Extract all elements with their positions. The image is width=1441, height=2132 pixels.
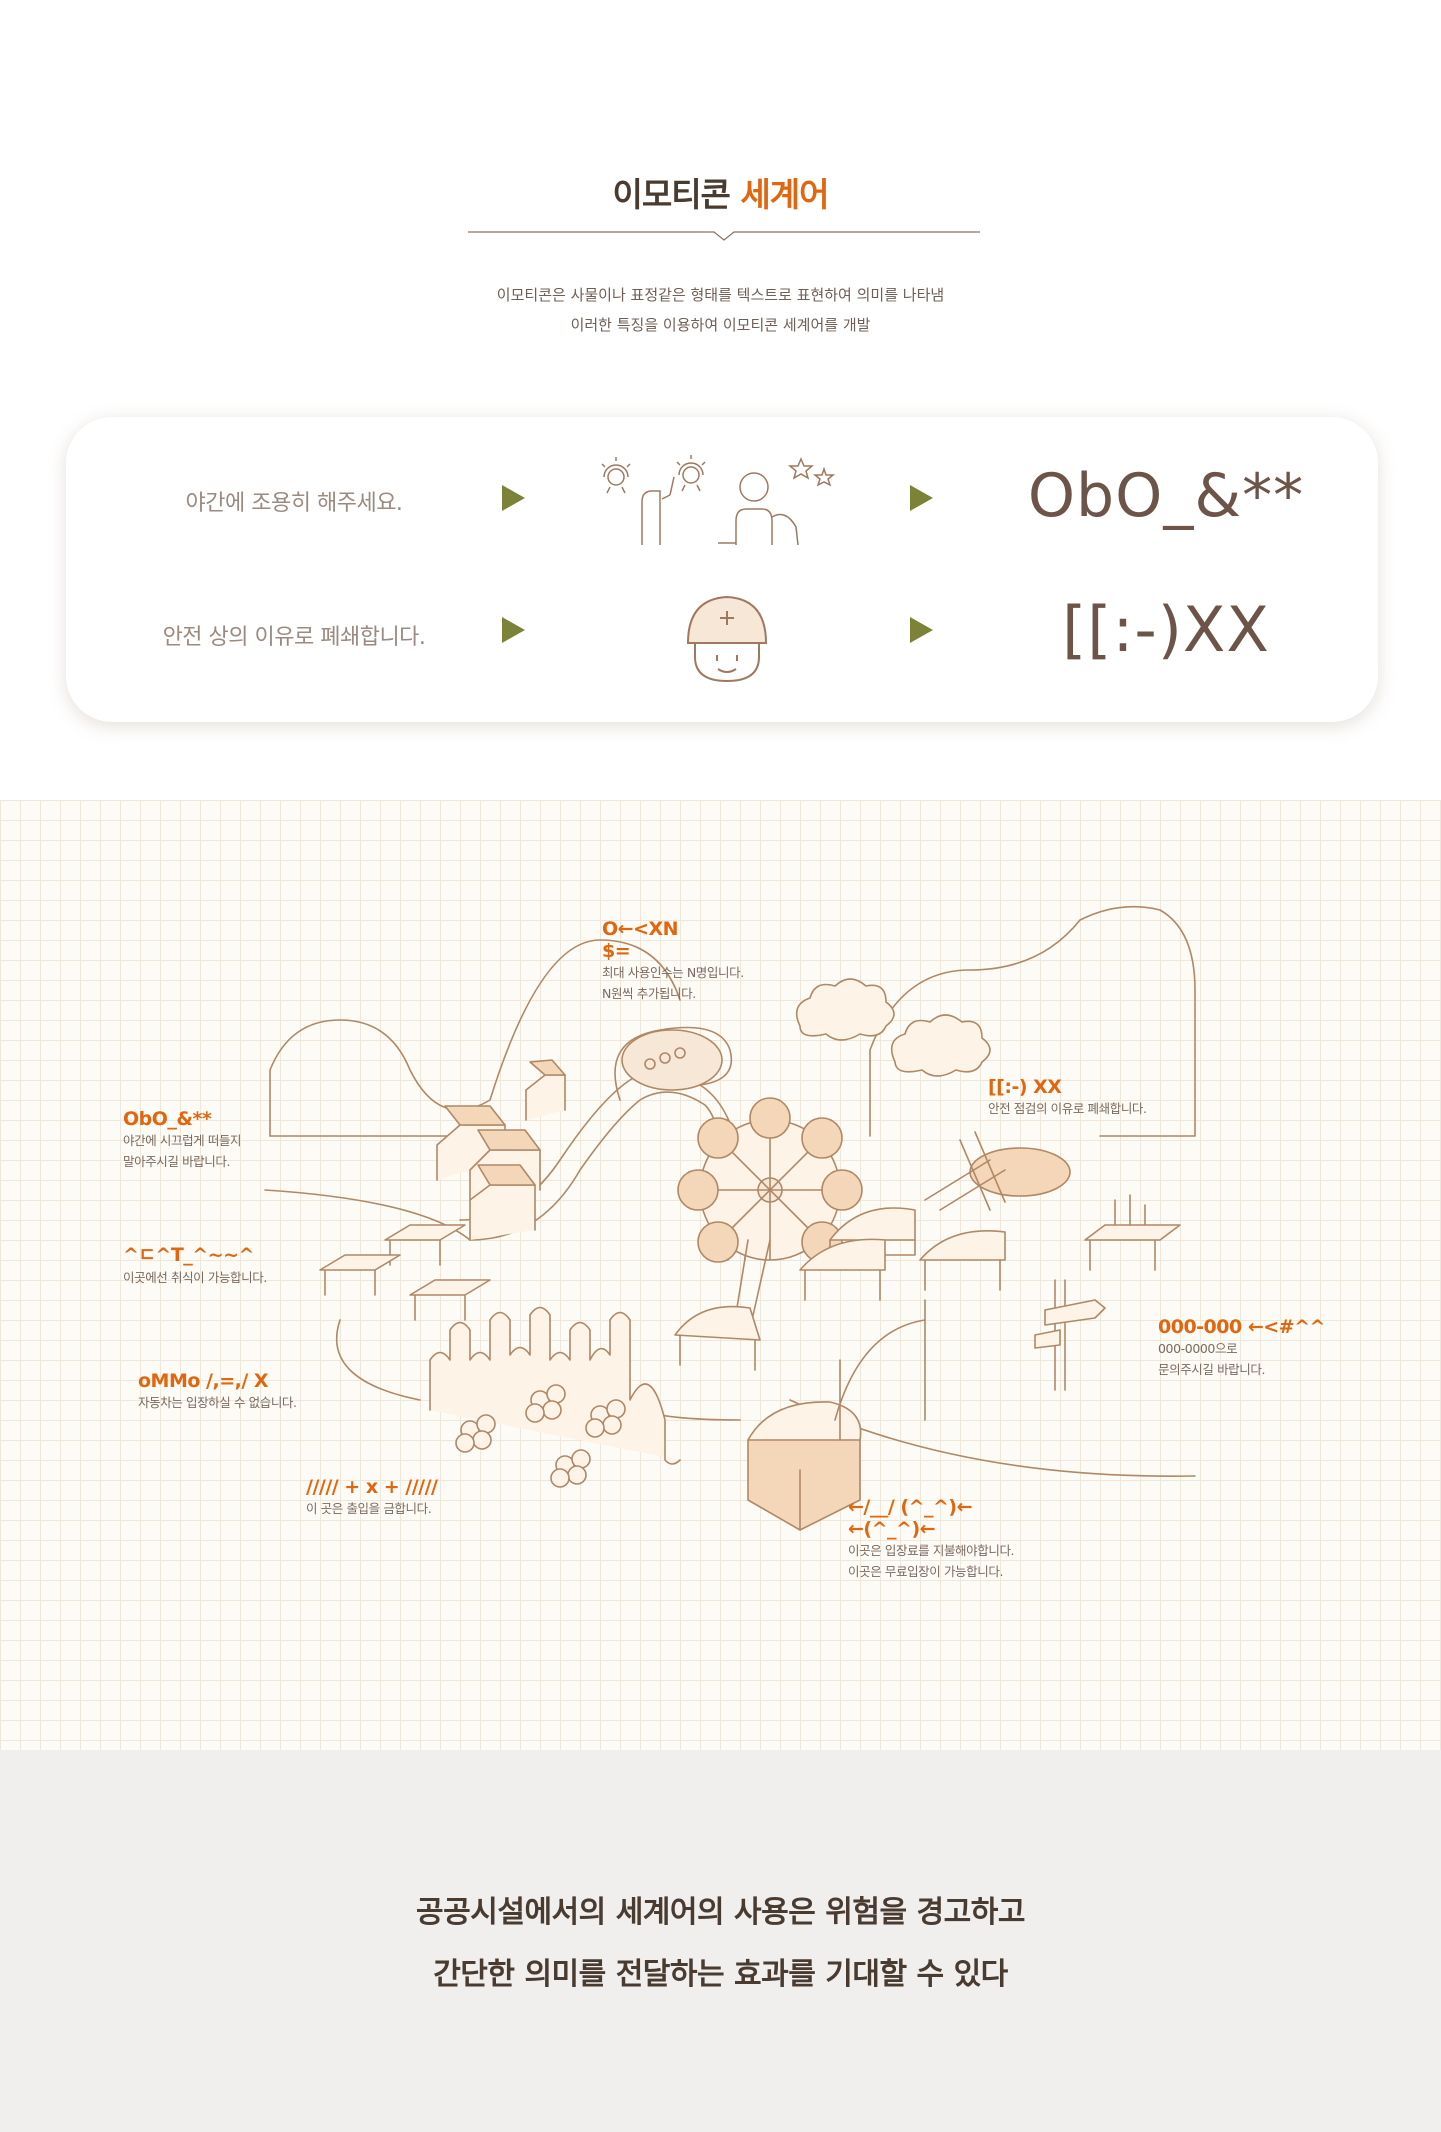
conclusion-section: 공공시설에서의 세계어의 사용은 위험을 경고하고 간단한 의미를 전달하는 효… bbox=[0, 1750, 1441, 2132]
label-emoticon: ObO_&** bbox=[123, 1108, 212, 1130]
map-label-quiet: ObO_&** 야간에 시끄럽게 떠들지 말아주시길 바랍니다. bbox=[123, 1108, 242, 1172]
description-line-2: 이러한 특징을 이용하여 이모티콘 세계어를 개발 bbox=[570, 316, 871, 334]
arrow-right-icon bbox=[502, 617, 525, 643]
safety-helmet-icon bbox=[686, 595, 768, 683]
arrow-right-icon bbox=[910, 617, 933, 643]
conclusion-line-1: 공공시설에서의 세계어의 사용은 위험을 경고하고 bbox=[416, 1895, 1025, 1930]
page-title: 이모티콘 세계어 bbox=[612, 175, 829, 214]
label-meaning: 이곳은 무료입장이 가능합니다. bbox=[848, 1564, 1004, 1579]
emoticon-display: [[:-)XX bbox=[1062, 593, 1270, 666]
label-emoticon: oMMo /,=,/ X bbox=[138, 1370, 269, 1392]
amusement-park-illustration bbox=[264, 905, 1196, 1531]
emoticon-display: ObO_&** bbox=[1027, 461, 1305, 531]
map-label-no-entry: ///// + x + ///// 이 곳은 출입을 금합니다. bbox=[306, 1476, 438, 1519]
label-meaning: 말아주시길 바랍니다. bbox=[123, 1154, 231, 1169]
map-label-food: ^ㄷ^T_^~~^ 이곳에선 취식이 가능합니다. bbox=[123, 1240, 267, 1288]
map-label-entrance: O←<XN $= 최대 사용인수는 N명입니다. N원씩 추가됩니다. bbox=[602, 918, 744, 1004]
label-meaning: 이곳에선 취식이 가능합니다. bbox=[123, 1270, 267, 1285]
label-emoticon: 000-000 ←<#^^ bbox=[1158, 1316, 1325, 1338]
emoticon-map: O←<XN $= 최대 사용인수는 N명입니다. N원씩 추가됩니다. ObO_… bbox=[0, 800, 1441, 1750]
example-text: 안전 상의 이유로 폐쇄합니다. bbox=[162, 625, 426, 650]
arrow-right-icon bbox=[502, 485, 525, 511]
label-meaning: 000-0000으로 bbox=[1158, 1341, 1238, 1356]
label-emoticon: O←<XN bbox=[602, 918, 679, 940]
label-meaning: N원씩 추가됩니다. bbox=[602, 986, 696, 1001]
label-meaning: 이 곳은 출입을 금합니다. bbox=[306, 1501, 432, 1516]
label-emoticon: $= bbox=[602, 940, 631, 962]
map-label-contact: 000-000 ←<#^^ 000-0000으로 문의주시길 바랍니다. bbox=[1158, 1316, 1325, 1380]
conclusion-text: 공공시설에서의 세계어의 사용은 위험을 경고하고 간단한 의미를 전달하는 효… bbox=[0, 1882, 1441, 2006]
title-accent: 세계어 bbox=[740, 175, 829, 214]
map-label-admission: ←/__/ (^_^)← ←(^_^)← 이곳은 입장료를 지불해야합니다. 이… bbox=[848, 1496, 1015, 1582]
examples-card: 야간에 조용히 해주세요. ObO_&** 안전 상의 이유로 폐쇄합니다. bbox=[66, 417, 1378, 722]
description: 이모티콘은 사물이나 표정같은 형태를 텍스트로 표현하여 의미를 나타냄 이러… bbox=[0, 280, 1441, 340]
label-meaning: 안전 점검의 이유로 폐쇄합니다. bbox=[988, 1101, 1147, 1116]
label-meaning: 최대 사용인수는 N명입니다. bbox=[602, 965, 744, 980]
label-meaning: 문의주시길 바랍니다. bbox=[1158, 1362, 1266, 1377]
conclusion-line-2: 간단한 의미를 전달하는 효과를 기대할 수 있다 bbox=[433, 1957, 1008, 1992]
section-header: 이모티콘 세계어 bbox=[0, 168, 1441, 216]
description-line-1: 이모티콘은 사물이나 표정같은 형태를 텍스트로 표현하여 의미를 나타냄 bbox=[496, 286, 945, 304]
label-meaning: 이곳은 입장료를 지불해야합니다. bbox=[848, 1543, 1015, 1558]
label-emoticon: ←(^_^)← bbox=[848, 1518, 936, 1540]
label-emoticon: ///// + x + ///// bbox=[306, 1476, 438, 1498]
label-emoticon: [[:-) XX bbox=[988, 1076, 1062, 1098]
label-meaning: 자동차는 입장하실 수 없습니다. bbox=[138, 1395, 297, 1410]
label-emoticon: ^ㄷ^T_^~~^ bbox=[123, 1244, 254, 1266]
quiet-night-icon bbox=[601, 455, 836, 545]
example-text: 야간에 조용히 해주세요. bbox=[185, 491, 403, 516]
title-divider bbox=[468, 231, 980, 241]
label-meaning: 야간에 시끄럽게 떠들지 bbox=[123, 1133, 242, 1148]
title-main: 이모티콘 bbox=[612, 175, 730, 214]
map-label-no-cars: oMMo /,=,/ X 자동차는 입장하실 수 없습니다. bbox=[138, 1370, 297, 1413]
arrow-right-icon bbox=[910, 485, 933, 511]
map-label-closed: [[:-) XX 안전 점검의 이유로 폐쇄합니다. bbox=[988, 1076, 1147, 1119]
label-emoticon: ←/__/ (^_^)← bbox=[848, 1496, 973, 1518]
